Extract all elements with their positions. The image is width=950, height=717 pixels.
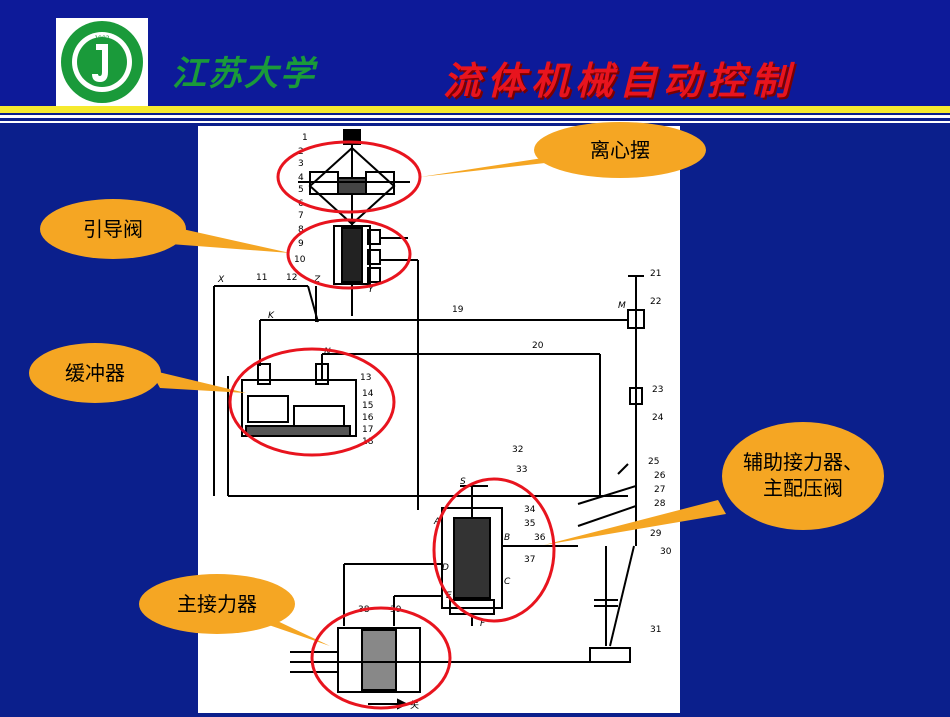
diagram-letter: C bbox=[504, 577, 511, 587]
part-number: 16 bbox=[362, 413, 374, 423]
ring-aux-contactor bbox=[432, 477, 556, 623]
logo-year: 1902 bbox=[94, 35, 109, 42]
ring-main-contactor bbox=[310, 606, 452, 710]
diagram-letter: D bbox=[442, 563, 449, 573]
ring-centrifugal-pendulum bbox=[276, 140, 422, 214]
part-number: 11 bbox=[256, 273, 267, 283]
part-number: 12 bbox=[286, 273, 297, 283]
part-number: 24 bbox=[652, 413, 664, 423]
part-number: 3 bbox=[298, 159, 304, 169]
diagram-letter: S bbox=[460, 477, 466, 487]
ring-buffer bbox=[228, 347, 396, 457]
part-number: 32 bbox=[512, 445, 523, 455]
part-number: 27 bbox=[654, 485, 665, 495]
callout-aux-contactor: 辅助接力器、 主配压阀 bbox=[722, 449, 884, 501]
part-number: 20 bbox=[532, 341, 544, 351]
diagram-letter: Z bbox=[313, 275, 321, 285]
ring-pilot-valve bbox=[286, 218, 412, 290]
part-number: 1 bbox=[302, 133, 308, 143]
callout-bg-aux-contactor bbox=[722, 422, 884, 530]
part-number: 22 bbox=[650, 297, 661, 307]
part-number: 33 bbox=[516, 465, 527, 475]
part-number: 19 bbox=[452, 305, 464, 315]
part-number: 17 bbox=[362, 425, 373, 435]
callout-main-contactor: 主接力器 bbox=[177, 592, 257, 616]
part-number: 14 bbox=[362, 389, 374, 399]
header-bar bbox=[0, 0, 950, 108]
close-direction-label: 关 bbox=[410, 699, 419, 711]
part-number: 5 bbox=[298, 185, 304, 195]
part-number: 37 bbox=[524, 555, 535, 565]
diagram-letter: N bbox=[324, 347, 331, 357]
callout-buffer: 缓冲器 bbox=[65, 361, 125, 385]
diagram-letter: B bbox=[504, 533, 510, 543]
leader-pilot-valve bbox=[160, 224, 290, 253]
part-number: 34 bbox=[524, 505, 536, 515]
part-number: 35 bbox=[524, 519, 535, 529]
header-divider-white-thin bbox=[0, 121, 950, 123]
part-number: 10 bbox=[294, 255, 306, 265]
callout-bg-centrifugal-pendulum bbox=[534, 122, 706, 178]
callout-bg-pilot-valve bbox=[40, 199, 186, 259]
diagram-letter: X bbox=[217, 275, 225, 285]
part-number: 8 bbox=[298, 225, 304, 235]
callout-centrifugal-pendulum: 离心摆 bbox=[590, 138, 650, 162]
part-number: 36 bbox=[534, 533, 546, 543]
header-divider-yellow bbox=[0, 106, 950, 113]
school-name: 江苏大学 bbox=[172, 54, 316, 94]
callout-bg-main-contactor bbox=[139, 574, 295, 634]
governor-schematic: 1 2 3 4 5 6 7 8 9 10 11 12 13 14 15 16 1… bbox=[213, 129, 672, 711]
part-number: 30 bbox=[660, 547, 672, 557]
part-number: 7 bbox=[298, 211, 304, 221]
diagram-letter: Y bbox=[368, 285, 375, 295]
part-number: 9 bbox=[298, 239, 304, 249]
governor-diagram: 1 2 3 4 5 6 7 8 9 10 11 12 13 14 15 16 1… bbox=[198, 126, 680, 713]
part-number: 31 bbox=[650, 625, 661, 635]
diagram-letter: A bbox=[433, 517, 440, 527]
part-number: 13 bbox=[360, 373, 371, 383]
callout-aux-contactor-line2: 主配压阀 bbox=[763, 476, 843, 500]
course-title: 流体机械自动控制 bbox=[443, 58, 796, 103]
part-number: 15 bbox=[362, 401, 373, 411]
header-divider-white bbox=[0, 115, 950, 118]
university-logo: 1902 bbox=[56, 18, 148, 106]
part-number: 21 bbox=[650, 269, 661, 279]
diagram-letter: F bbox=[480, 619, 486, 629]
leader-aux-contactor bbox=[544, 500, 726, 545]
diagram-letter: K bbox=[268, 311, 275, 321]
part-number: 29 bbox=[650, 529, 662, 539]
callout-pilot-valve: 引导阀 bbox=[83, 217, 143, 241]
part-number: 4 bbox=[298, 173, 304, 183]
leader-buffer bbox=[150, 370, 246, 393]
callout-bg-buffer bbox=[29, 343, 161, 403]
diagram-letter: M bbox=[618, 301, 626, 311]
part-number: 25 bbox=[648, 457, 659, 467]
university-seal-icon: 1902 bbox=[61, 21, 143, 103]
part-number: 23 bbox=[652, 385, 663, 395]
part-number: 26 bbox=[654, 471, 666, 481]
callout-aux-contactor-line1: 辅助接力器、 bbox=[743, 450, 863, 474]
part-number: 28 bbox=[654, 499, 666, 509]
